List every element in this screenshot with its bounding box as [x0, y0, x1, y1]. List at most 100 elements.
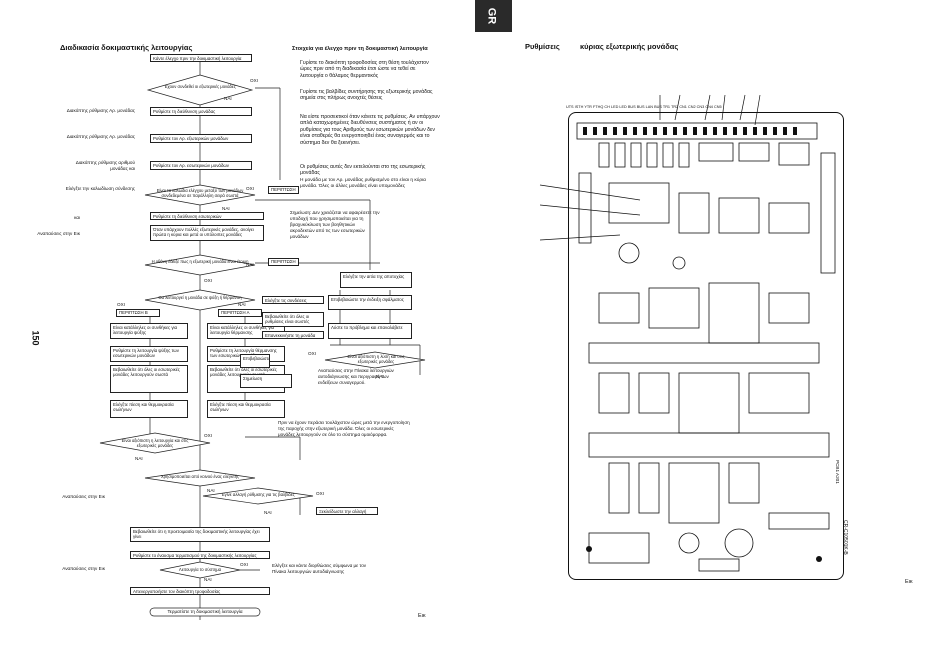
flow-hint-box: Σημείωση [240, 374, 292, 388]
flow-oxi-8: ΟΧΙ [240, 562, 248, 567]
pcb-code-14: CN1 [679, 105, 687, 109]
flow-right-box-3: Επιβεβαιώστε την ένδειξη σφάλματος [328, 295, 412, 310]
flow-right-box-1: Ελέγξτε την αιτία της αποτυχίας [340, 272, 412, 288]
checklist-item-4: Οι ρυθμίσεις αυτές δεν εκτελούνται στο τ… [300, 164, 426, 177]
left-page-title: Διαδικασία δοκιμαστικής λειτουργίας [60, 43, 193, 52]
flow-nai-7: ΝΑΙ [264, 510, 272, 515]
flow-box-unlock: Ξεκλείδωστε την αλλαγή ρύθμισης [316, 507, 378, 515]
side-label-1: Διακόπτης ρύθμισης Αρ. μονάδας [66, 108, 135, 113]
pcb-code-15: CN2 [687, 105, 696, 109]
flow-heat-pressure: Ελέγξτε πίεση και θερμοκρασία σωλήνων [207, 400, 285, 418]
checklist-title: Στοιχεία για έλεγχο πριν τη δοκιμαστική … [292, 46, 428, 52]
flow-note-1: Αναπαύσεις στην Πίνακα λειτουργιών αυτοδ… [318, 368, 394, 385]
pcb-code-3: YTR [584, 105, 592, 109]
flow-decision-1: Έχουν συνδεθεί οι εξωτερικές μονάδες [164, 84, 236, 89]
flow-box-trigger: Ρυθμίστε το έναυσμα τερματισμού της δοκι… [130, 551, 270, 559]
pcb-code-13: TR2 [671, 105, 679, 109]
checklist-item-6: Σημείωση: Δεν χρειάζεται να αφαιρέσετε τ… [290, 210, 380, 239]
flow-nai-2: ΝΑΙ [222, 206, 230, 211]
pcb-code-17: CN4 [705, 105, 713, 109]
pcb-code-7: LED [619, 105, 627, 109]
flow-right-box-2: Ελέγξτε τις συνδέσεις καλωδίων [262, 296, 324, 304]
flow-right-box-5: Λύστε το πρόβλημα και επαναλάβετε [328, 323, 412, 339]
flow-case-a: ΠΕΡΙΠΤΩΣΗ Α [218, 309, 262, 317]
flow-case-b: ΠΕΡΙΠΤΩΣΗ Β [116, 309, 160, 317]
pcb-code-6: LED [610, 105, 619, 109]
flow-nai-8: ΝΑΙ [204, 577, 212, 582]
flow-nai-3: ΝΑΙ [246, 262, 254, 267]
side-label-6: Αναπαύσεις στην Εικ [37, 231, 80, 236]
pcb-drawing [576, 122, 836, 572]
side-label-8: Αναπαύσεις στην Εικ [62, 566, 105, 571]
flow-nai-6: ΝΑΙ [207, 488, 215, 493]
pcb-code-8: BUS [627, 105, 636, 109]
right-page-title-b: κύριας εξωτερικής μονάδας [580, 42, 679, 51]
flow-note-3: Ελέγξτε και κάντε διορθώσεις σύμφωνα με … [272, 563, 367, 574]
flow-box-prepare: Βεβαιωθείτε ότι η προετοιμασία της δοκιμ… [130, 527, 270, 542]
pcb-code-5: CH [604, 105, 610, 109]
flow-start-box: Κάντε έλεγχο πριν την δοκιμαστική λειτου… [150, 54, 252, 62]
flow-box-poweroff: Απενεργοποιήστε τον διακόπτη τροφοδοσίας [130, 587, 270, 595]
flow-box-4: Ρυθμίστε τον Αρ. εσωτερικών μονάδων [150, 161, 252, 170]
flow-cool-pressure: Ελέγξτε πίεση και θερμοκρασία σωλήνων [110, 400, 188, 418]
flow-nai-5: ΝΑΙ [135, 456, 143, 461]
flow-cool-conditions: Είναι κατάλληλες οι συνθήκες για λειτουρ… [110, 323, 188, 339]
flow-decision-5: Είναι αξιόπιστη η λειτουργία και στις εξ… [121, 438, 189, 449]
side-label-2: Διακόπτης ρύθμισης Αρ. μονάδας [66, 134, 135, 139]
flow-box-3: Ρυθμίστε τον Αρ. εξωτερικών μονάδων [150, 134, 252, 143]
flow-nai-4: ΝΑΙ [238, 302, 246, 307]
language-tab: GR [475, 0, 512, 32]
pcb-code-2: ISTH [574, 105, 584, 109]
flow-oxi-4: ΟΧΙ [117, 302, 125, 307]
pcb-code-18: CN5 [714, 105, 722, 109]
footer-right-ref: Εικ [905, 579, 913, 585]
pcb-code-11: BUS [654, 105, 662, 109]
flow-confirm-box: Επιβεβαιώστε [240, 354, 270, 368]
flow-decision-3: Η οθόνη έδειξε πως η εξωτερική μονάδα εί… [151, 259, 249, 264]
flow-decision-7: Έγινε αλλαγή ρύθμισης για τις βαλβίδες [221, 492, 295, 497]
flow-case-tag-1: ΠΕΡΙΠΤΩΣΗ [268, 186, 299, 194]
footer-left-ref: Εικ [418, 613, 426, 619]
pcb-code-9: BUS [636, 105, 645, 109]
flow-decision-8: Λειτουργία το σύστημα [178, 567, 222, 572]
pcb-board [568, 112, 844, 580]
flow-decision-2: Είναι τα καλώδια ελέγχου μεταξύ των μονά… [156, 188, 244, 199]
flow-box-6: Όταν υπάρχουν πολλές εξωτερικές μονάδες,… [150, 225, 264, 241]
flow-oxi-5: ΟΧΙ [204, 433, 212, 438]
flow-box-2: Ρυθμίστε τη διεύθυνση μονάδας [150, 107, 252, 116]
checklist-item-3: Να είστε προσεκτικοί όταν κάνετε τις ρυθ… [300, 114, 440, 146]
flow-end: Τερματίστε τη δοκιμαστική λειτουργία [167, 609, 243, 614]
flow-decision-9: Είναι αξιόπιστη η λύση και στις εξωτερικ… [347, 354, 405, 365]
flow-note-2: Πριν να έχουν περάσει τουλάχιστον ώρες μ… [278, 420, 410, 437]
flow-cool-check: Βεβαιωθείτε ότι όλες οι εσωτερικές μονάδ… [110, 365, 188, 393]
pcb-top-codes: UTS ISTH YTR FTHQ CH LED LED BUS BUS LAN… [566, 105, 766, 109]
side-label-5: και [74, 215, 80, 220]
flow-oxi-1: ΟΧΙ [250, 78, 258, 83]
checklist-item-2: Γυρίστε τις βαλβίδες συντήρησης της εξωτ… [300, 89, 433, 102]
flow-oxi-2: ΟΧΙ [246, 186, 254, 191]
flow-right-box-6: Επανεκκινήστε τη μονάδα [262, 331, 324, 339]
pcb-code-10: LAN [645, 105, 653, 109]
flow-oxi-7: ΟΧΙ [316, 491, 324, 496]
flow-cool-setup: Ρυθμίστε τη λειτουργία ψύξης των εσωτερι… [110, 346, 188, 362]
pcb-code-12: TR1 [662, 105, 671, 109]
flow-oxi-3: ΟΧΙ [204, 278, 212, 283]
pcb-code-1: UTS [566, 105, 574, 109]
flow-box-5: Ρυθμίστε τη διεύθυνση εσωτερικών [150, 212, 264, 220]
pcb-code-16: CN3 [696, 105, 705, 109]
side-label-4: Ελέγξτε την καλωδίωση σύνδεσης [65, 186, 135, 191]
flow-decision-6: Χρησιμοποιείται από κοινού ένας ελεγκτής [160, 474, 240, 479]
side-label-7: Αναπαύσεις στην Εικ [62, 494, 105, 499]
flow-nai-1: ΝΑΙ [224, 96, 232, 101]
flow-nai-9: ΝΑΙ [376, 374, 384, 379]
side-label-3: Διακόπτης ρύθμισης αριθμού μονάδας και [75, 160, 135, 171]
flow-case-tag-2: ΠΕΡΙΠΤΩΣΗ [268, 258, 299, 266]
flow-oxi-9: ΟΧΙ [308, 351, 316, 356]
right-page-title-a: Ρυθμίσεις [525, 42, 560, 51]
pcb-code-4: FTHQ [593, 105, 604, 109]
checklist-item-1: Γυρίστε το διακόπτη τροφοδοσίας στη θέση… [300, 60, 429, 79]
flow-right-box-4: Βεβαιωθείτε ότι όλες οι ρυθμίσεις είναι … [262, 312, 324, 327]
flow-decision-4: Θα λειτουργεί η μονάδα σε ψύξη ή θέρμανσ… [158, 295, 242, 300]
